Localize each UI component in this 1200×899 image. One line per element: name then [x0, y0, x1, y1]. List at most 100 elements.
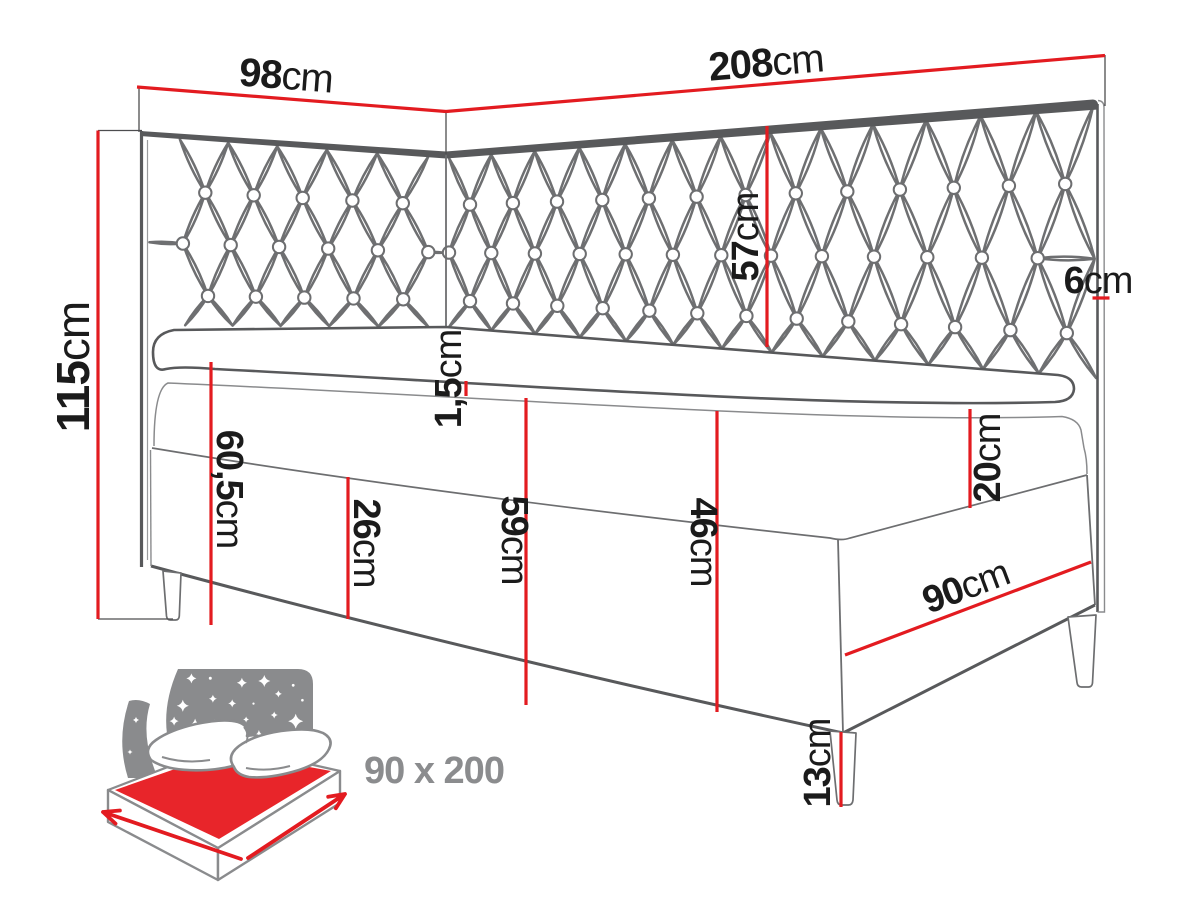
dim-26cm-label: 26cm: [345, 499, 387, 588]
dim-115cm-label: 115cm: [47, 302, 99, 433]
tufting-button: [346, 291, 361, 306]
front-right-leg: [829, 730, 857, 806]
star-dot: [291, 683, 295, 687]
tufting-button: [689, 189, 704, 204]
mattress-top-outline: [151, 325, 1076, 405]
dimension-labels: 98cm 208cm 115cm 57cm 6cm 1,5cm 20cm 60,…: [47, 36, 1133, 808]
dim-605cm-label: 60,5cm: [208, 430, 250, 549]
tufting-button: [1001, 178, 1017, 194]
tufting-button: [396, 292, 411, 307]
tufting-button: [788, 186, 803, 201]
dim-57cm-label: 57cm: [725, 193, 767, 282]
tufting-button: [841, 314, 856, 329]
dim-208cm-label: 208cm: [707, 36, 825, 89]
tufting-button: [572, 246, 587, 262]
tufting-button: [1003, 322, 1018, 338]
tufting-button: [198, 185, 213, 200]
mattress-right-edge: [1083, 447, 1088, 475]
icon-bed: [106, 719, 342, 882]
tufting-button: [223, 237, 238, 253]
tufting-button: [297, 290, 312, 305]
dim-59cm-label: 59cm: [493, 496, 535, 585]
tufting-button: [484, 245, 499, 261]
headboard-top-strip: [140, 99, 1098, 159]
dim-98cm-line: [136, 85, 447, 114]
tufting-button: [248, 289, 264, 304]
tufting-button: [866, 249, 882, 264]
tufting-button: [789, 311, 804, 326]
tufting-button: [920, 250, 935, 265]
dim-13cm-label: 13cm: [797, 719, 839, 808]
tufting-button: [550, 298, 565, 313]
front-left-leg: [162, 570, 182, 621]
dim-90cm-label: 90cm: [917, 552, 1015, 622]
tufting-button: [1058, 176, 1073, 192]
tufting-button: [595, 301, 610, 316]
tufting-button: [665, 247, 681, 263]
tufting-button: [527, 246, 543, 261]
size-label: 90 x 200: [364, 750, 504, 792]
back-headboard-pleats: [447, 105, 1098, 380]
tufting-button: [641, 191, 657, 206]
tufting-button: [738, 187, 753, 203]
tufting-button: [246, 188, 261, 203]
dim-208cm-line: [445, 53, 1106, 114]
tufting-button: [421, 244, 436, 260]
tufting-button: [395, 196, 410, 211]
tufting-button: [505, 296, 521, 311]
dim-15cm-label: 1,5cm: [428, 330, 470, 428]
tufting-button: [893, 317, 909, 332]
star-dot: [208, 676, 212, 680]
tufting-button: [974, 250, 990, 265]
tufting-button: [840, 184, 855, 199]
icon-pillow-right: [229, 728, 332, 779]
base-top-seam: [151, 447, 1088, 541]
tufting-button: [321, 241, 336, 256]
tufting-button: [1030, 251, 1045, 266]
bed-size-icon: [101, 669, 347, 882]
extension-lines: [98, 55, 1106, 620]
dim-98cm-label: 98cm: [238, 50, 335, 101]
star-dot: [252, 702, 255, 705]
legs: [162, 570, 1097, 806]
tufting-button: [462, 197, 478, 212]
headboard-buttons: [175, 176, 1075, 341]
icon-pillow-folds: [161, 726, 291, 771]
tufting-button: [271, 239, 287, 255]
tufting-button: [947, 319, 963, 335]
icon-pillows: [146, 719, 332, 779]
tufting-button: [200, 288, 216, 304]
base-front-right-corner: [837, 539, 844, 734]
back-right-leg: [1067, 614, 1097, 688]
tufting-button: [739, 308, 754, 324]
tufting-button: [642, 303, 657, 318]
dim-46cm-label: 46cm: [682, 498, 724, 587]
dim-20cm-label: 20cm: [967, 414, 1009, 503]
tufting-button: [892, 182, 908, 197]
tufting-button: [814, 249, 830, 264]
icon-sky-sliver: [122, 700, 158, 778]
tufting-button: [549, 194, 565, 209]
tufting-button: [714, 248, 729, 263]
headboard-frame: [139, 99, 1106, 613]
tufting-button: [462, 293, 478, 309]
star-dot: [301, 698, 304, 702]
left-headboard-pleats: [148, 138, 445, 329]
dim-6cm-label: 6cm: [1064, 260, 1133, 302]
base-bottom-edge: [150, 564, 1096, 735]
headboard-tufting: [148, 105, 1098, 380]
tufting-button: [1059, 325, 1075, 341]
tufting-button: [595, 192, 610, 208]
tufting-button: [175, 236, 191, 251]
mattress-piping-line: [153, 382, 1085, 449]
tufting-button: [441, 245, 457, 260]
headboard-right-side-outer: [1097, 99, 1106, 613]
tufting-button: [505, 195, 521, 211]
dimension-lines: [96, 53, 1110, 807]
tufting-button: [345, 193, 360, 208]
base-right-back-edge: [1086, 474, 1096, 606]
dim-90cm-line: [844, 560, 1092, 657]
icon-size-arrows: [101, 792, 347, 861]
